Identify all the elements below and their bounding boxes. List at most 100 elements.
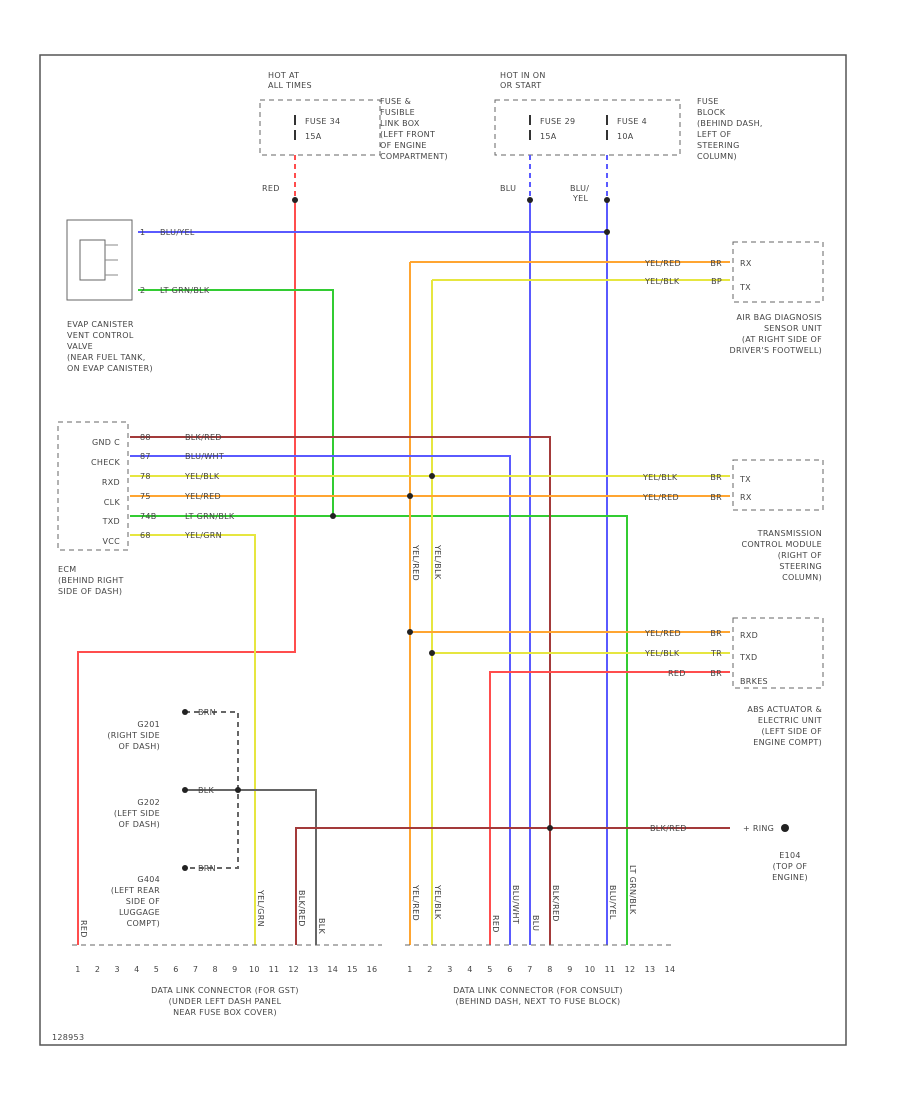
svg-text:(LEFT SIDE OF: (LEFT SIDE OF <box>761 727 822 736</box>
svg-text:OF ENGINE: OF ENGINE <box>380 141 427 150</box>
svg-text:YEL/BLK: YEL/BLK <box>642 473 678 482</box>
wire-ltgrn-evap <box>138 289 334 516</box>
junction-dot <box>407 493 413 499</box>
right-hot-label-2: OR START <box>500 81 541 90</box>
svg-text:78: 78 <box>140 472 151 481</box>
svg-text:(LEFT SIDE: (LEFT SIDE <box>114 809 160 818</box>
svg-text:TXD: TXD <box>102 517 120 526</box>
svg-text:YEL/BLK: YEL/BLK <box>433 884 442 920</box>
svg-text:RX: RX <box>740 259 752 268</box>
svg-text:BR: BR <box>710 259 722 268</box>
wire-label-bluyel-2: YEL <box>572 194 589 203</box>
wire-label-red: RED <box>262 184 280 193</box>
svg-text:STEERING: STEERING <box>697 141 740 150</box>
dlc2-pin-5: 5 <box>487 965 492 974</box>
svg-text:(LEFT FRONT: (LEFT FRONT <box>380 130 435 139</box>
svg-text:BLU/WHT: BLU/WHT <box>185 452 224 461</box>
svg-text:YEL/GRN: YEL/GRN <box>184 531 222 540</box>
diagram-frame <box>39 54 847 1046</box>
junction-dot <box>547 825 553 831</box>
svg-text:FUSE: FUSE <box>697 97 719 106</box>
svg-text:LT GRN/BLK: LT GRN/BLK <box>628 865 637 915</box>
svg-text:SIDE OF: SIDE OF <box>126 897 160 906</box>
dlc1-pin-13: 13 <box>308 965 319 974</box>
ground-e104: BLK/RED + RING E104 (TOP OF ENGINE) <box>650 824 808 882</box>
svg-text:OF DASH): OF DASH) <box>118 820 160 829</box>
svg-text:LT GRN/BLK: LT GRN/BLK <box>185 512 235 521</box>
dlc2-pin-13: 13 <box>645 965 656 974</box>
svg-text:(BEHIND DASH,: (BEHIND DASH, <box>697 119 763 128</box>
svg-text:YEL/BLK: YEL/BLK <box>644 277 680 286</box>
svg-text:10A: 10A <box>617 132 634 141</box>
dlc1-pin-7: 7 <box>193 965 198 974</box>
svg-text:YEL/RED: YEL/RED <box>184 492 221 501</box>
svg-text:+ RING: + RING <box>743 824 774 833</box>
svg-text:(BEHIND DASH, NEXT TO FUSE BLO: (BEHIND DASH, NEXT TO FUSE BLOCK) <box>456 997 621 1006</box>
left-hot-label-2: ALL TIMES <box>268 81 312 90</box>
ecm-connector: GND C CHECK RXD CLK TXD VCC 88 87 78 75 … <box>57 421 235 596</box>
junction-dot <box>604 197 610 203</box>
svg-text:2: 2 <box>140 286 145 295</box>
left-fuse-box: HOT AT ALL TIMES FUSE 34 15A <box>259 71 381 156</box>
svg-text:BRKES: BRKES <box>740 677 768 686</box>
svg-text:BLK/RED: BLK/RED <box>185 433 222 442</box>
dlc1-pin-11: 11 <box>269 965 280 974</box>
right-fuse-box: HOT IN ON OR START FUSE 29 15A FUSE 4 10… <box>494 71 681 156</box>
evap-canister-valve: 1 2 BLU/YEL LT GRN/BLK EVAP CANISTER VEN… <box>66 219 210 373</box>
svg-text:BR: BR <box>710 629 722 638</box>
svg-text:(NEAR FUEL TANK,: (NEAR FUEL TANK, <box>67 353 146 362</box>
svg-text:BLK/RED: BLK/RED <box>551 885 560 922</box>
svg-text:FUSIBLE: FUSIBLE <box>380 108 415 117</box>
svg-text:GND C: GND C <box>92 438 120 447</box>
dlc1-pin-5: 5 <box>154 965 159 974</box>
svg-text:CHECK: CHECK <box>91 458 120 467</box>
svg-text:RED: RED <box>491 915 500 933</box>
svg-text:OF DASH): OF DASH) <box>118 742 160 751</box>
svg-text:VALVE: VALVE <box>67 342 93 351</box>
transmission-control-module: TX RX BR BR YEL/BLK YEL/RED TRANSMISSION… <box>642 459 824 582</box>
right-fuse-symbols <box>529 115 608 140</box>
svg-text:YEL/RED: YEL/RED <box>644 259 681 268</box>
dlc1-pin-8: 8 <box>213 965 218 974</box>
svg-text:ELECTRIC UNIT: ELECTRIC UNIT <box>758 716 822 725</box>
junction-dot <box>235 787 241 793</box>
svg-text:YEL/RED: YEL/RED <box>642 493 679 502</box>
dlc2-pin-12: 12 <box>625 965 636 974</box>
svg-text:COLUMN): COLUMN) <box>782 573 822 582</box>
svg-text:68: 68 <box>140 531 151 540</box>
svg-text:DATA LINK CONNECTOR (FOR GST): DATA LINK CONNECTOR (FOR GST) <box>151 986 299 995</box>
svg-text:BR: BR <box>710 669 722 678</box>
svg-text:ABS ACTUATOR &: ABS ACTUATOR & <box>747 705 822 714</box>
dlc1-pin-14: 14 <box>327 965 338 974</box>
dlc2-pin-2: 2 <box>427 965 432 974</box>
wires <box>77 155 730 945</box>
svg-text:(AT RIGHT SIDE OF: (AT RIGHT SIDE OF <box>742 335 822 344</box>
svg-text:YEL/BLK: YEL/BLK <box>644 649 680 658</box>
dlc1-pin-1: 1 <box>75 965 80 974</box>
left-fuse-location: FUSE & FUSIBLE LINK BOX (LEFT FRONT OF E… <box>380 97 448 161</box>
svg-text:TX: TX <box>739 475 751 484</box>
evap-wire-label-2: LT GRN/BLK <box>160 286 210 295</box>
svg-text:E104: E104 <box>779 851 801 860</box>
svg-text:DATA LINK CONNECTOR (FOR CONSU: DATA LINK CONNECTOR (FOR CONSULT) <box>453 986 623 995</box>
wire-gnd-g202 <box>185 789 317 945</box>
junction-dot <box>527 197 533 203</box>
wire-blkred-ecm <box>130 436 551 945</box>
svg-text:BLU/WHT: BLU/WHT <box>511 885 520 924</box>
svg-text:75: 75 <box>140 492 151 501</box>
svg-text:BR: BR <box>710 493 722 502</box>
wire-ltgrn-ecm <box>130 515 628 945</box>
dlc2-pin-11: 11 <box>605 965 616 974</box>
vertical-label-yelred: YEL/RED <box>411 544 420 581</box>
dlc2-pin-14: 14 <box>665 965 676 974</box>
vertical-label-yelblk: YEL/BLK <box>433 544 442 580</box>
svg-text:BLK: BLK <box>198 786 215 795</box>
dlc1-pin-12: 12 <box>288 965 299 974</box>
svg-text:(UNDER LEFT DASH PANEL: (UNDER LEFT DASH PANEL <box>169 997 282 1006</box>
svg-text:BRN: BRN <box>198 864 216 873</box>
airbag-sensor-unit: RX TX BR BP YEL/RED YEL/BLK AIR BAG DIAG… <box>644 241 824 355</box>
svg-text:ENGINE): ENGINE) <box>772 873 808 882</box>
dlc1-pin-15: 15 <box>347 965 358 974</box>
